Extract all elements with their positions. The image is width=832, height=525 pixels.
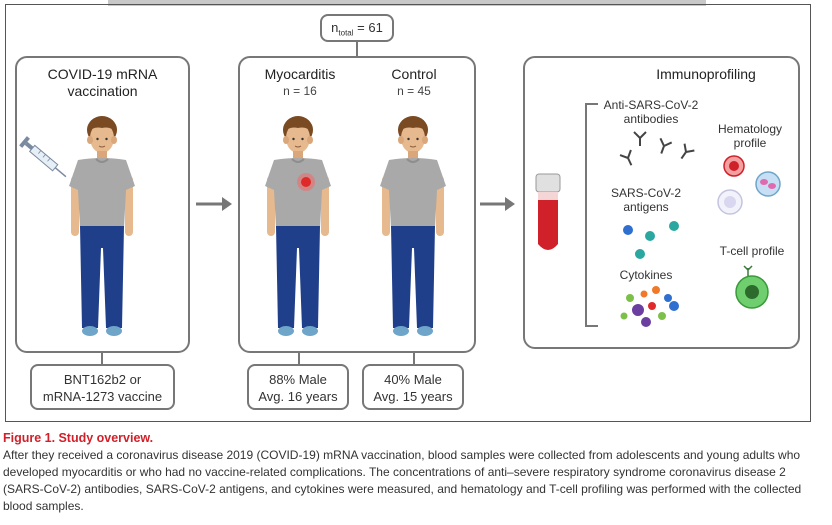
immunoprofiling-title: Immunoprofiling xyxy=(656,66,756,82)
control-kid-figure xyxy=(379,115,447,337)
vaccine-box: BNT162b2 or mRNA-1273 vaccine xyxy=(30,364,175,410)
caption-label: Figure 1. xyxy=(3,431,56,445)
blood-tube-icon xyxy=(535,173,561,250)
control-stat-2: Avg. 15 years xyxy=(373,389,453,404)
vaccine-line-1: BNT162b2 or xyxy=(63,372,142,387)
vaccine-connector xyxy=(101,353,103,365)
myocarditis-stats-box: 88% Male Avg. 16 years xyxy=(247,364,349,410)
cytokines-label: Cytokines xyxy=(619,268,673,282)
caption-body: After they received a coronavirus diseas… xyxy=(3,448,802,513)
syringe-icon xyxy=(19,136,67,178)
figure-frame xyxy=(5,4,811,422)
inflammation-core xyxy=(301,177,311,187)
myocarditis-kid-figure xyxy=(264,115,332,337)
antibodies-label-1: Anti-SARS-CoV-2 xyxy=(603,98,699,112)
vaccinated-kid-figure xyxy=(68,115,136,337)
control-stats-box: 40% Male Avg. 15 years xyxy=(362,364,464,410)
ntotal-value: = 61 xyxy=(357,20,383,35)
figure-caption: Figure 1. Study overview. After they rec… xyxy=(3,430,829,515)
vaccination-title-2: vaccination xyxy=(67,83,138,99)
myocarditis-stat-2: Avg. 16 years xyxy=(258,389,338,404)
antibodies-label-2: antibodies xyxy=(623,112,679,126)
hematology-label-2: profile xyxy=(733,136,767,150)
control-stat-1: 40% Male xyxy=(384,372,442,387)
vaccination-title-1: COVID-19 mRNA xyxy=(47,66,158,82)
red-blood-cell-icon xyxy=(723,155,745,177)
control-title: Control xyxy=(391,66,437,82)
antigens-label-1: SARS-CoV-2 xyxy=(610,186,682,200)
control-connector xyxy=(413,353,415,365)
myocarditis-n: n = 16 xyxy=(283,84,317,98)
vaccine-line-2: mRNA-1273 vaccine xyxy=(42,389,163,404)
myocarditis-stat-1: 88% Male xyxy=(269,372,327,387)
platelet-icon xyxy=(717,189,743,215)
antigens-label-2: antigens xyxy=(623,200,669,214)
ntotal-n: n xyxy=(331,20,339,35)
antibody-icon xyxy=(619,131,695,166)
antigen-icon xyxy=(623,221,679,259)
top-bar xyxy=(108,0,706,6)
bracket-line xyxy=(585,103,598,327)
ntotal-box: ntotal = 61 xyxy=(320,14,394,42)
t-cell-icon xyxy=(735,265,769,309)
myocarditis-connector xyxy=(298,353,300,365)
arrow-right-icon-2 xyxy=(480,197,515,211)
white-blood-cell-icon xyxy=(755,171,781,197)
control-n: n = 45 xyxy=(397,84,431,98)
arrow-right-icon xyxy=(196,197,232,211)
tcell-label: T-cell profile xyxy=(719,244,785,258)
hematology-label-1: Hematology xyxy=(717,122,783,136)
ntotal-connector xyxy=(356,42,358,58)
cytokine-icon xyxy=(620,286,679,327)
caption-heading: Study overview. xyxy=(58,431,154,445)
ntotal-sub: total xyxy=(338,28,354,38)
myocarditis-title: Myocarditis xyxy=(264,66,336,82)
